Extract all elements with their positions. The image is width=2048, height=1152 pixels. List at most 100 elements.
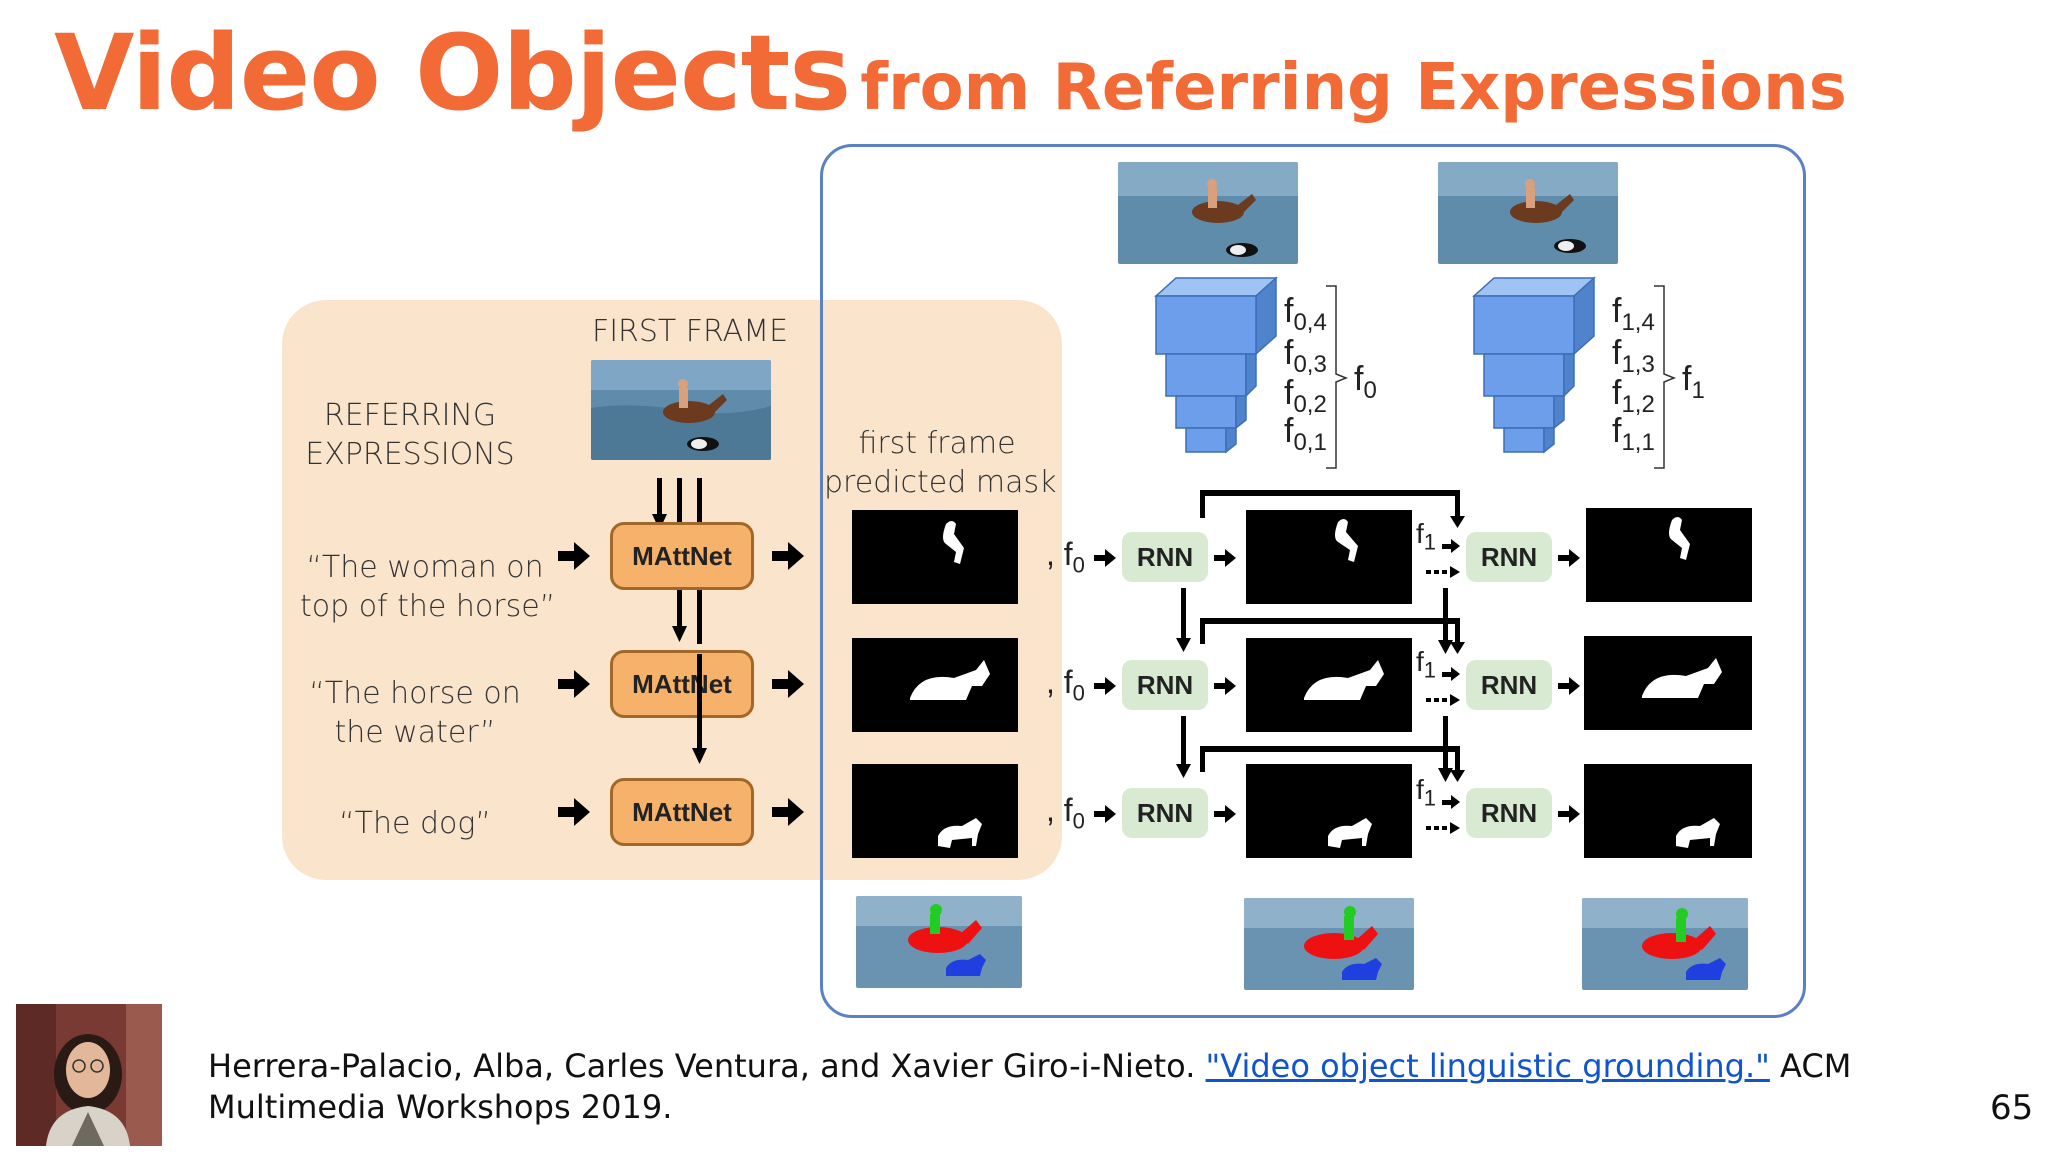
- expression-3: “The dog”: [300, 804, 530, 843]
- first-frame-label: FIRST FRAME: [591, 314, 789, 349]
- referring-label-line2: EXPRESSIONS: [305, 437, 515, 472]
- f1-sub-2: 1: [1423, 657, 1437, 683]
- mattnet-box-3: MAttNet: [610, 778, 754, 846]
- page-number: 65: [1990, 1088, 2034, 1128]
- citation-paper-link[interactable]: "Video object linguistic grounding.": [1205, 1047, 1770, 1085]
- feature-f02: f0,2: [1284, 376, 1327, 417]
- title-main: Video Objects: [54, 12, 851, 134]
- rnn-frame0-row1: RNN: [1122, 532, 1208, 582]
- input-f1-row3: f1: [1416, 774, 1436, 812]
- f02-symbol: f: [1284, 374, 1294, 412]
- feature-group-f1: f1: [1682, 362, 1705, 403]
- rnn-frame1-row3: RNN: [1466, 788, 1552, 838]
- feature-bracket-frame1: [1654, 285, 1677, 469]
- mask-frame2-woman: [1586, 508, 1752, 602]
- mask-frame0-horse: [852, 638, 1018, 732]
- input-f1-row2: f1: [1416, 646, 1436, 684]
- f03-sub: 0,3: [1293, 350, 1327, 378]
- cnn-encoder-frame1: [1472, 276, 1596, 454]
- feature-f12: f1,2: [1612, 376, 1655, 417]
- mattnet-box-2: MAttNet: [610, 650, 754, 718]
- features-frame0: f0,4 f0,3 f0,2 f0,1: [1284, 294, 1334, 464]
- f01-symbol: f: [1284, 412, 1294, 450]
- feature-f03: f0,3: [1284, 336, 1327, 377]
- comma-3: ,: [1046, 792, 1055, 828]
- feature-group-f0: f0: [1354, 362, 1377, 403]
- comma-1: ,: [1046, 536, 1055, 572]
- f1-group-symbol: f: [1682, 360, 1692, 398]
- expression-1-line2: top of the horse”: [300, 589, 556, 624]
- f1-symbol-1: f: [1416, 518, 1424, 549]
- predicted-mask-label-line2: predicted mask: [824, 465, 1057, 500]
- f04-symbol: f: [1284, 292, 1294, 330]
- rnn-frame1-row1: RNN: [1466, 532, 1552, 582]
- rnn-frame1-row2: RNN: [1466, 660, 1552, 710]
- input-f0-row2: , f0: [1046, 664, 1085, 706]
- predicted-mask-label: first frame predicted mask: [824, 424, 1057, 502]
- f04-sub: 0,4: [1293, 308, 1327, 336]
- f1-to-rnn-arrows: [1426, 539, 1460, 834]
- f1-sub-1: 1: [1423, 529, 1437, 555]
- cnn-encoder-frame0: [1154, 276, 1278, 454]
- frame1-image: [1438, 162, 1618, 264]
- mask-frame1-woman: [1246, 510, 1412, 604]
- f1-symbol-2: f: [1416, 646, 1424, 677]
- rnn-frame0-row2: RNN: [1122, 660, 1208, 710]
- first-frame-image: [591, 360, 771, 460]
- mattnet-box-1: MAttNet: [610, 522, 754, 590]
- citation-authors: Herrera-Palacio, Alba, Carles Ventura, a…: [208, 1047, 1206, 1085]
- citation: Herrera-Palacio, Alba, Carles Ventura, a…: [208, 1046, 2008, 1128]
- referring-label-line1: REFERRING: [323, 398, 497, 433]
- mask-frame0-woman: [852, 510, 1018, 604]
- f11-symbol: f: [1612, 412, 1622, 450]
- video-propagation-frame: [820, 144, 1806, 1018]
- expression-1-line1: “The woman on: [306, 550, 544, 585]
- feature-f13: f1,3: [1612, 336, 1655, 377]
- predicted-mask-label-line1: first frame: [858, 426, 1016, 461]
- expression-arrows: [558, 542, 590, 826]
- f0-sub-1: 0: [1072, 552, 1085, 578]
- input-f1-row1: f1: [1416, 518, 1436, 556]
- f12-symbol: f: [1612, 374, 1622, 412]
- expression-2: “The horse on the water”: [300, 674, 530, 752]
- f1-sub-3: 1: [1423, 785, 1437, 811]
- title-subtitle: from Referring Expressions: [860, 51, 1847, 125]
- f1-symbol-3: f: [1416, 774, 1424, 805]
- input-f0-row1: , f0: [1046, 536, 1085, 578]
- expression-2-line1: “The horse on: [309, 676, 521, 711]
- mask-frame0-dog: [852, 764, 1018, 858]
- f0-to-rnn-arrows: [1094, 549, 1116, 823]
- feature-f11: f1,1: [1612, 414, 1655, 455]
- result-overlay-frame2: [1582, 898, 1748, 990]
- mask-frame2-dog: [1584, 764, 1752, 858]
- mask-frame1-horse: [1246, 638, 1412, 732]
- rnn1-to-mask-arrows: [1214, 549, 1236, 823]
- referring-expressions-label: REFERRING EXPRESSIONS: [290, 396, 530, 474]
- features-frame1: f1,4 f1,3 f1,2 f1,1: [1612, 294, 1662, 464]
- mask-frame1-dog: [1246, 764, 1412, 858]
- f12-sub: 1,2: [1621, 390, 1655, 418]
- feature-f01: f0,1: [1284, 414, 1327, 455]
- f-symbol-3: f: [1063, 792, 1073, 828]
- f02-sub: 0,2: [1293, 390, 1327, 418]
- mask-frame2-horse: [1584, 636, 1752, 730]
- f-symbol-1: f: [1063, 536, 1073, 572]
- input-f0-row3: , f0: [1046, 792, 1085, 834]
- mattnet-to-mask-arrows: [772, 542, 804, 826]
- f13-symbol: f: [1612, 334, 1622, 372]
- rnn-frame0-row3: RNN: [1122, 788, 1208, 838]
- citation-venue: ACM Multimedia Workshops 2019.: [208, 1047, 1852, 1126]
- feature-bracket-frame0: [1326, 285, 1349, 469]
- result-overlay-frame1: [1244, 898, 1414, 990]
- f0-group-symbol: f: [1354, 360, 1364, 398]
- f14-sub: 1,4: [1621, 308, 1655, 336]
- rnn2-to-mask-arrows: [1558, 549, 1580, 823]
- expression-3-line1: “The dog”: [339, 806, 491, 841]
- f13-sub: 1,3: [1621, 350, 1655, 378]
- result-overlay-frame0: [856, 896, 1022, 988]
- mattnet-chain-arrows: [672, 590, 707, 764]
- f14-symbol: f: [1612, 292, 1622, 330]
- feature-f04: f0,4: [1284, 294, 1327, 335]
- expression-2-line2: the water”: [334, 715, 496, 750]
